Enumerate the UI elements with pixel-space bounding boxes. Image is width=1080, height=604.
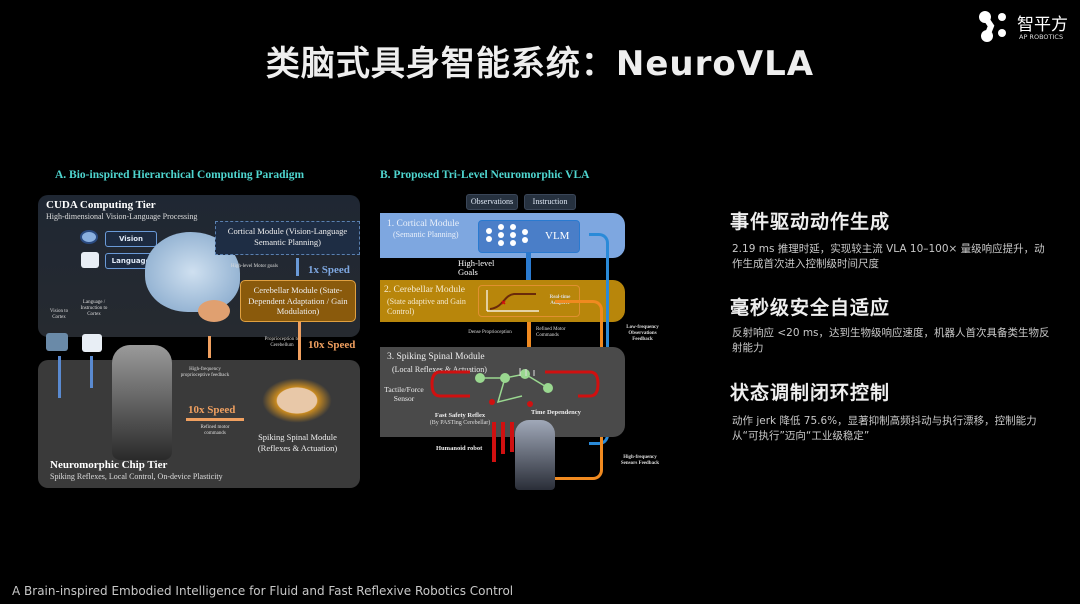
hf-feedback-label: High-frequency proprioceptive feedback xyxy=(180,367,230,378)
language-feedback-arrow xyxy=(90,356,93,388)
vlm-box: VLM xyxy=(478,220,580,253)
cerebellar-band-title: 2. Cerebellar Module xyxy=(384,285,465,295)
highlight-heading-2: 毫秒级安全自适应 xyxy=(730,297,891,319)
goals-arrow xyxy=(526,253,531,281)
cortical-band-title: 1. Cortical Module xyxy=(387,219,460,229)
eye-icon xyxy=(80,230,98,244)
chat-icon-2 xyxy=(82,334,102,352)
cerebellar-module-box: Cerebellar Module (State-Dependent Adapt… xyxy=(240,280,356,322)
logo-icon xyxy=(979,11,1006,42)
cerebellar-band-subtitle: (State adaptive and Gain Control) xyxy=(387,297,466,316)
refined-motor-label: Refined Motor Commands xyxy=(536,327,566,338)
logo: 智平方 AP ROBOTICS xyxy=(975,6,1075,46)
footer-caption: A Brain-inspired Embodied Intelligence f… xyxy=(12,584,514,598)
neural-network-icon xyxy=(486,224,528,246)
arrow-down-orange xyxy=(298,322,301,367)
panel-a-title: A. Bio-inspired Hierarchical Computing P… xyxy=(55,169,305,181)
chip-tier-subtitle: Spiking Reflexes, Local Control, On-devi… xyxy=(50,472,223,481)
motor-goals-label: High-level Motor goals xyxy=(231,264,278,269)
cortical-module-box: Cortical Module (Vision-Language Semanti… xyxy=(215,221,360,255)
chip-tier-title: Neuromorphic Chip Tier xyxy=(50,459,168,471)
spinal-module-label: Spiking Spinal Module (Reflexes & Actuat… xyxy=(257,432,338,453)
logo-brand-en: AP ROBOTICS xyxy=(1019,33,1064,41)
arrow-left-orange xyxy=(186,418,244,421)
spinal-cord-illustration xyxy=(262,378,332,423)
logo-brand-cn: 智平方 xyxy=(1017,15,1068,35)
spiking-neurons-illustration xyxy=(430,368,600,407)
dense-proprioception-label: Dense Proprioception xyxy=(468,330,512,335)
low-freq-feedback-arrow xyxy=(589,233,609,445)
instruction-box: Instruction xyxy=(524,194,576,210)
fast-reflex-sublabel: (By PASTing Cerebellar) xyxy=(429,420,491,426)
refined-commands-label: Refined motor commands xyxy=(200,425,230,436)
cerebellum-illustration xyxy=(198,300,230,322)
vision-to-cortex-label: Vision to Cortex xyxy=(49,309,69,320)
time-dependency-label: Time Dependency xyxy=(531,409,581,416)
fast-reflex-label: Fast Safety Reflex xyxy=(434,412,486,419)
language-to-cortex-label: Language / Instruction to Cortex xyxy=(80,300,108,317)
highlight-heading-1: 事件驱动动作生成 xyxy=(730,211,891,233)
highlight-body-1: 2.19 ms 推理时延，实现较主流 VLA 10–100× 量级响应提升，动作… xyxy=(732,243,1045,271)
low-freq-label: Low-frequency Observations Feedback xyxy=(626,325,659,342)
vision-pill: Vision xyxy=(105,231,157,247)
speed-10x-label-2: 10x Speed xyxy=(188,404,236,416)
highlight-heading-3: 状态调制闭环控制 xyxy=(730,382,891,404)
proprioception-label: Proprioception to Cerebellum xyxy=(264,337,300,348)
camera-icon xyxy=(46,333,68,351)
highlight-body-3: 动作 jerk 降低 75.6%，显著抑制高频抖动与执行漂移，控制能力从“可执行… xyxy=(732,415,1037,443)
high-freq-label: High-frequency Sensors Feedback xyxy=(620,455,660,466)
cuda-tier-title: CUDA Computing Tier xyxy=(46,199,156,211)
vision-feedback-arrow xyxy=(58,356,61,398)
arrow-down-blue xyxy=(296,258,299,276)
reflex-arrow-1 xyxy=(492,422,496,462)
cuda-tier-subtitle: High-dimensional Vision-Language Process… xyxy=(46,212,198,221)
reflex-arrow-2 xyxy=(501,422,505,454)
chat-icon xyxy=(81,252,99,268)
speed-1x-label: 1x Speed xyxy=(308,264,350,276)
panel-b-title: B. Proposed Tri-Level Neuromorphic VLA xyxy=(380,169,590,181)
spinal-band-title: 3. Spiking Spinal Module xyxy=(387,352,485,362)
spinal-band-subtitle: (Local Reflexes & Actuation) xyxy=(392,365,487,374)
humanoid-robot-illustration xyxy=(515,420,555,490)
speed-10x-label-1: 10x Speed xyxy=(308,339,356,351)
goals-label: High-level Goals xyxy=(458,258,495,278)
tactile-sensor-label: Tactile/Force Sensor xyxy=(384,385,424,403)
observations-box: Observations xyxy=(466,194,518,210)
arrow-up-orange xyxy=(208,336,211,358)
slide-title: 类脑式具身智能系统：NeuroVLA xyxy=(265,44,815,84)
cortical-band-subtitle: (Semantic Planning) xyxy=(393,230,459,239)
vlm-label: VLM xyxy=(545,230,570,242)
highlight-body-2: 反射响应 <20 ms，达到生物级响应速度，机器人首次具备类生物反射能力 xyxy=(732,327,1050,355)
reflex-arrow-3 xyxy=(510,422,514,452)
humanoid-robot-label: Humanoid robot xyxy=(436,445,483,452)
adaptation-curve-icon xyxy=(486,290,539,312)
refined-arrow xyxy=(527,322,531,347)
robot-illustration xyxy=(112,345,172,460)
